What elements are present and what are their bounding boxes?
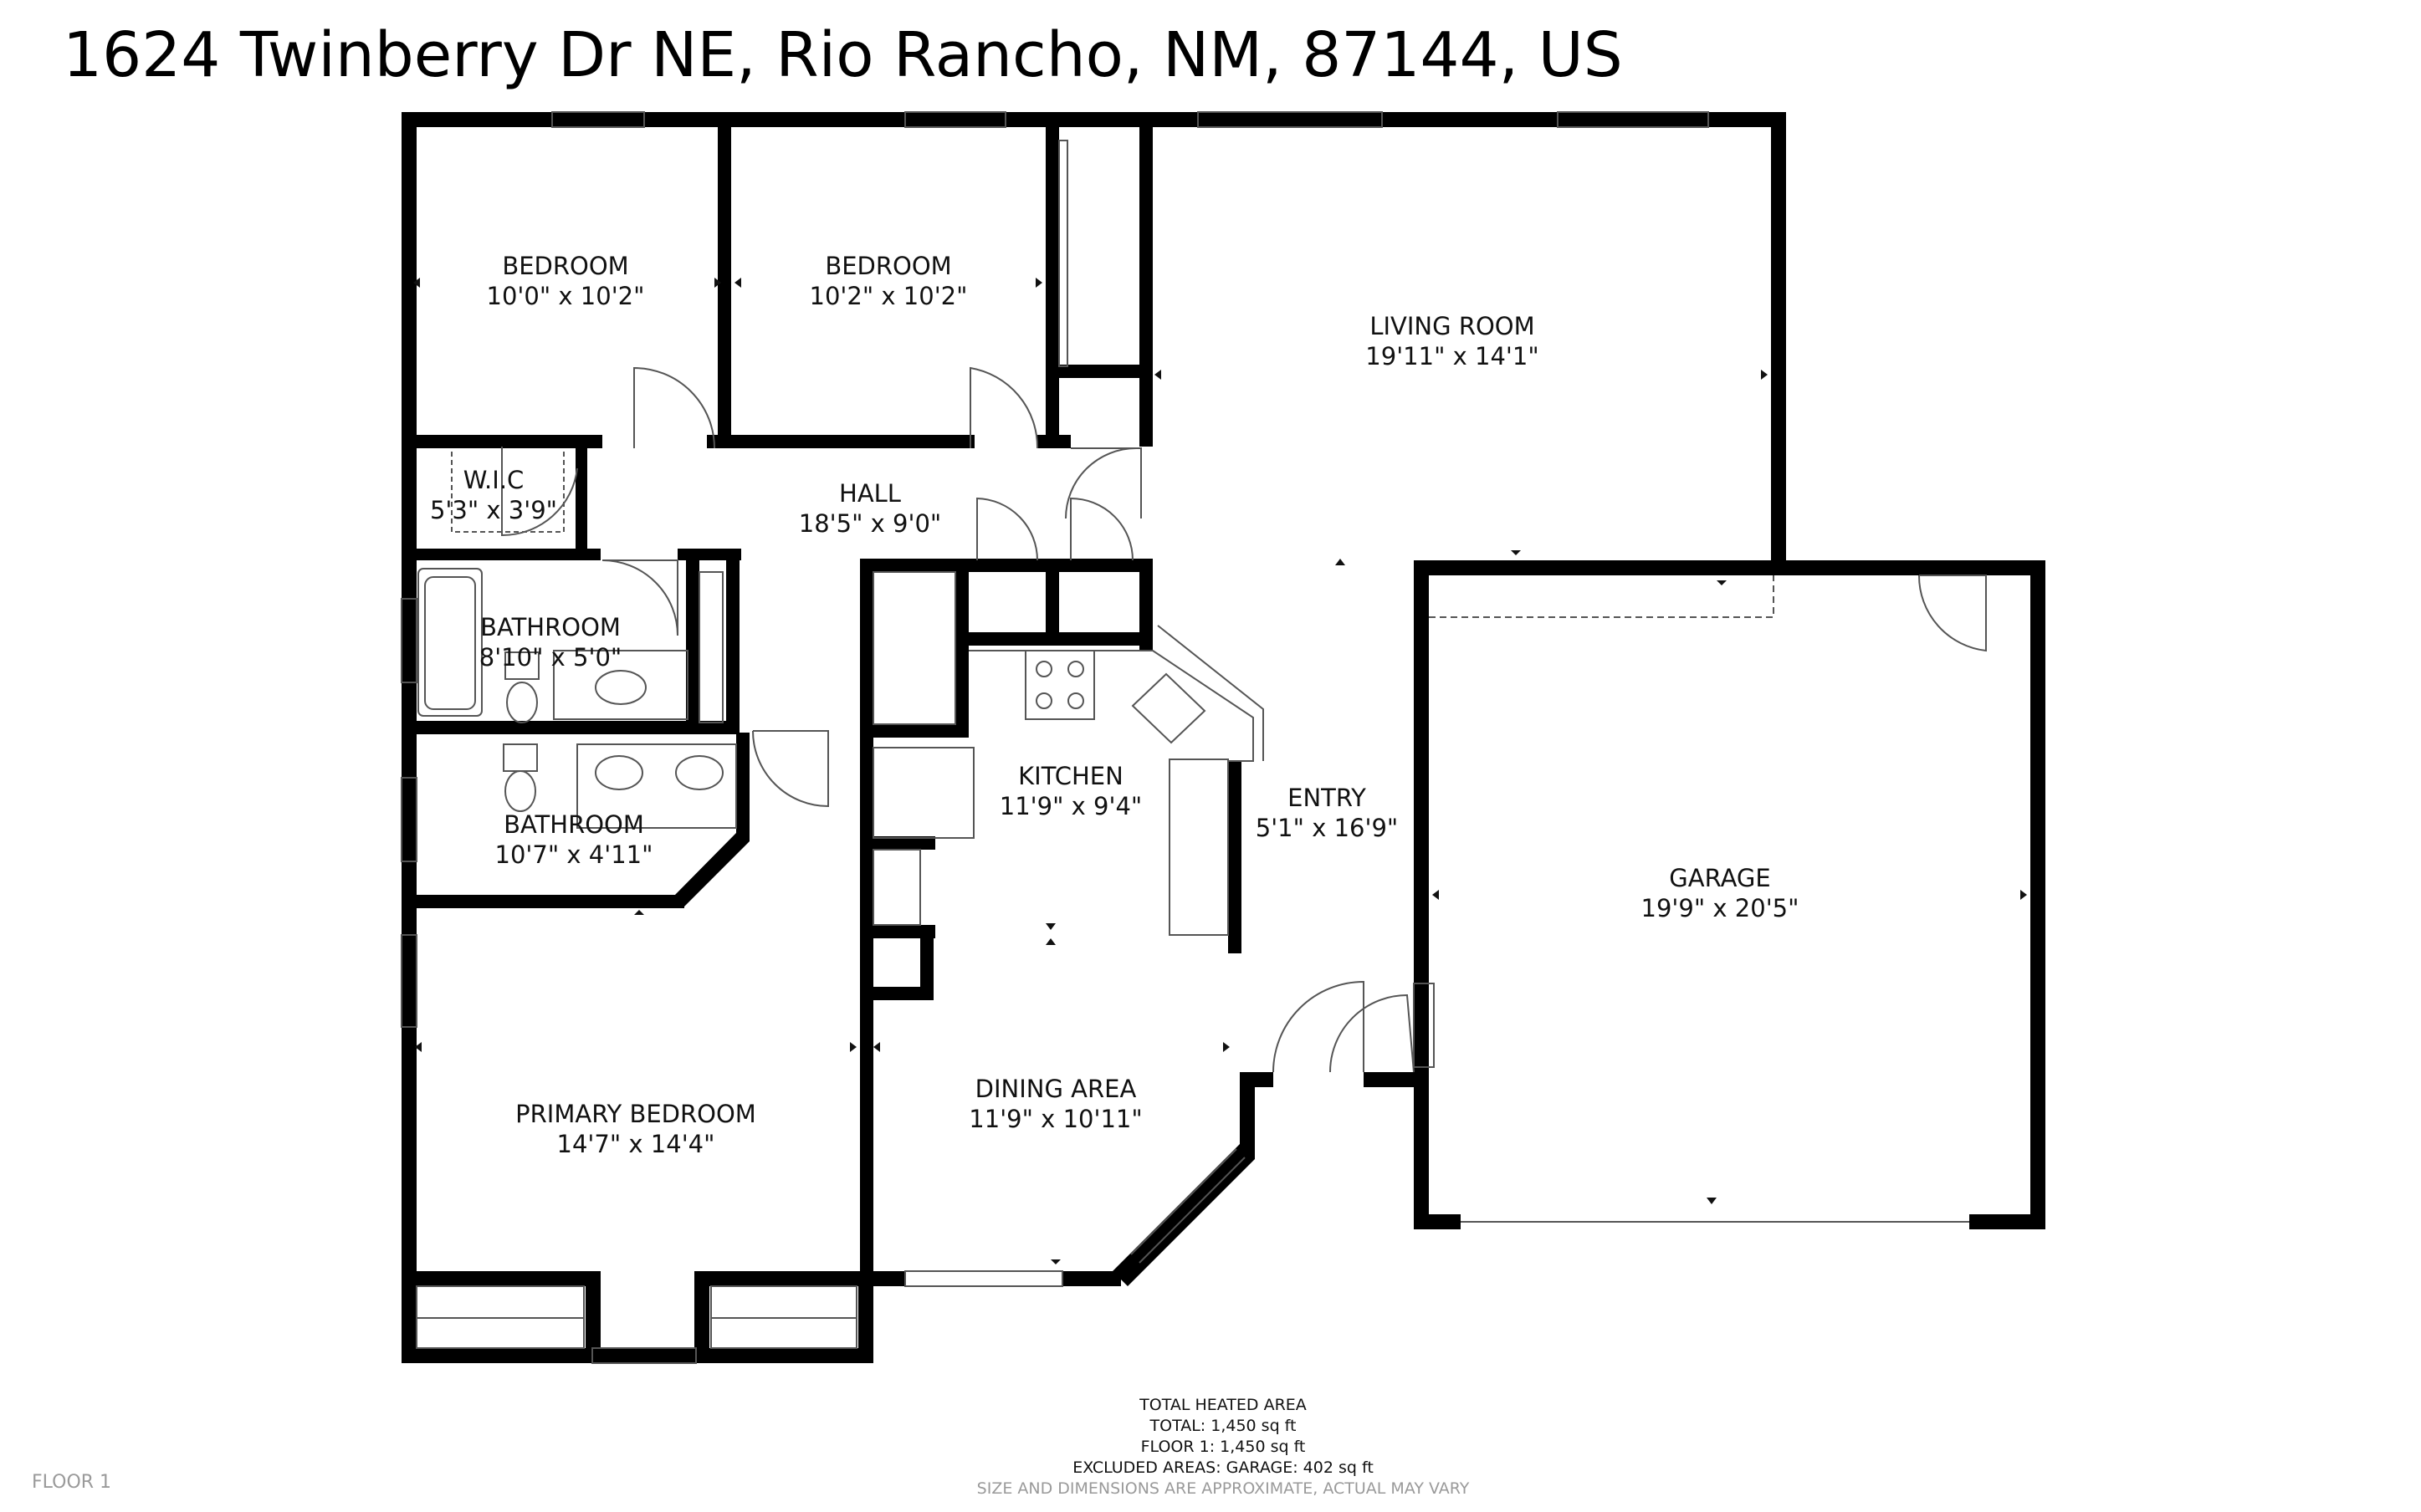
room-name: W.I.C xyxy=(463,466,525,494)
room-dimensions: 10'0" x 10'2" xyxy=(486,282,645,310)
room-dimensions: 10'2" x 10'2" xyxy=(809,282,968,310)
room-label-primary-bedroom: PRIMARY BEDROOM 14'7" x 14'4" xyxy=(515,1099,756,1159)
room-dimensions: 5'1" x 16'9" xyxy=(1255,814,1399,842)
room-label-entry: ENTRY 5'1" x 16'9" xyxy=(1256,783,1398,843)
room-dimensions: 10'7" x 4'11" xyxy=(494,840,653,869)
room-name: BEDROOM xyxy=(502,252,629,280)
room-name: HALL xyxy=(839,479,901,508)
room-name: BATHROOM xyxy=(504,810,644,839)
room-label-hall: HALL 18'5" x 9'0" xyxy=(799,478,941,539)
room-label-kitchen: KITCHEN 11'9" x 9'4" xyxy=(1000,761,1142,821)
room-name: LIVING ROOM xyxy=(1369,312,1535,340)
room-label-living-room: LIVING ROOM 19'11" x 14'1" xyxy=(1365,311,1538,371)
room-label-wic: W.I.C 5'3" x 3'9" xyxy=(430,465,557,525)
room-name: PRIMARY BEDROOM xyxy=(515,1100,756,1128)
floor-label: FLOOR 1 xyxy=(32,1472,112,1493)
room-label-bathroom-2: BATHROOM 10'7" x 4'11" xyxy=(495,810,653,870)
walls xyxy=(402,112,2045,1363)
room-dimensions: 5'3" x 3'9" xyxy=(429,496,558,524)
summary-excluded: EXCLUDED AREAS: GARAGE: 402 sq ft xyxy=(1072,1458,1374,1477)
room-dimensions: 14'7" x 14'4" xyxy=(556,1130,715,1158)
room-dimensions: 19'11" x 14'1" xyxy=(1365,342,1539,370)
summary-total: TOTAL: 1,450 sq ft xyxy=(1149,1417,1297,1435)
dimension-markers xyxy=(413,278,2027,1264)
room-label-garage: GARAGE 19'9" x 20'5" xyxy=(1641,863,1799,923)
room-name: BEDROOM xyxy=(825,252,952,280)
room-label-dining-area: DINING AREA 11'9" x 10'11" xyxy=(969,1074,1142,1134)
room-dimensions: 19'9" x 20'5" xyxy=(1640,894,1799,922)
summary-disclaimer: SIZE AND DIMENSIONS ARE APPROXIMATE, ACT… xyxy=(976,1479,1470,1498)
fixtures xyxy=(401,111,1987,1364)
area-summary: TOTAL HEATED AREA TOTAL: 1,450 sq ft FLO… xyxy=(977,1395,1470,1499)
room-name: ENTRY xyxy=(1287,784,1366,812)
room-dimensions: 18'5" x 9'0" xyxy=(798,509,942,538)
summary-heading: TOTAL HEATED AREA xyxy=(1139,1396,1307,1414)
room-label-bedroom-1: BEDROOM 10'0" x 10'2" xyxy=(487,251,645,311)
room-label-bedroom-2: BEDROOM 10'2" x 10'2" xyxy=(810,251,968,311)
room-name: GARAGE xyxy=(1669,864,1771,892)
room-dimensions: 11'9" x 10'11" xyxy=(969,1105,1143,1133)
room-name: KITCHEN xyxy=(1018,762,1123,790)
summary-floor1: FLOOR 1: 1,450 sq ft xyxy=(1140,1438,1306,1456)
room-label-bathroom-1: BATHROOM 8'10" x 5'0" xyxy=(479,612,622,672)
room-dimensions: 8'10" x 5'0" xyxy=(479,643,622,672)
property-address: 1624 Twinberry Dr NE, Rio Rancho, NM, 87… xyxy=(63,19,1623,91)
room-dimensions: 11'9" x 9'4" xyxy=(999,792,1143,820)
room-name: DINING AREA xyxy=(975,1075,1137,1103)
room-name: BATHROOM xyxy=(480,613,621,641)
